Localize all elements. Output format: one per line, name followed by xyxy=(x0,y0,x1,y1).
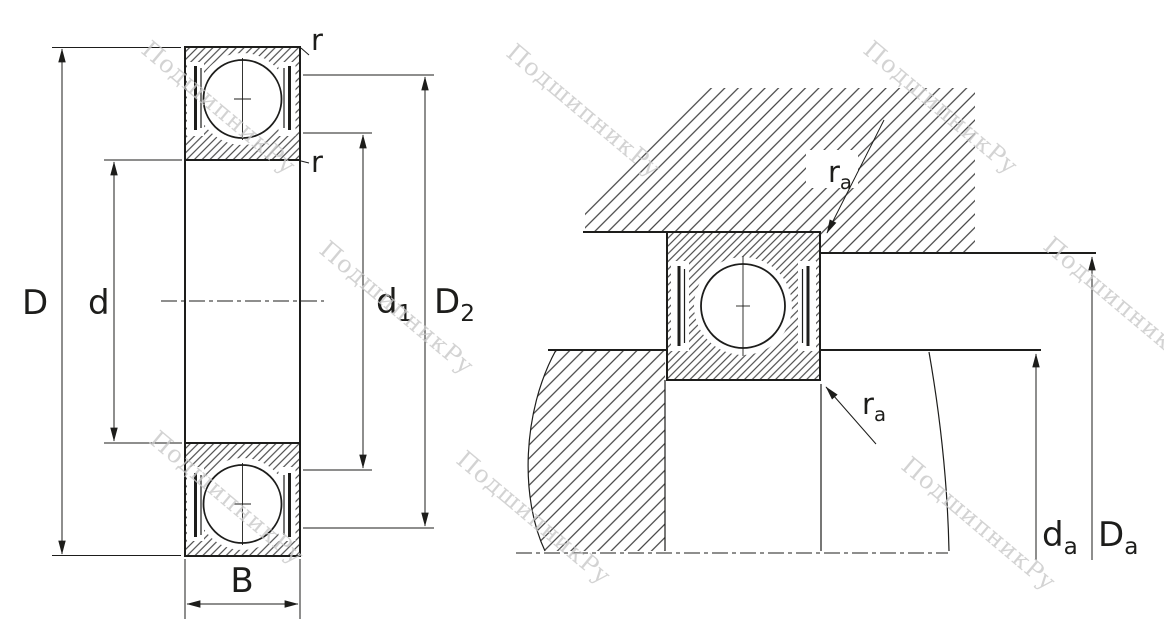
bottom-right-seal-groove xyxy=(278,467,296,541)
dim-label-r-outer: r xyxy=(311,23,323,57)
dim-label-D: D xyxy=(22,283,48,323)
dim-label-d: d xyxy=(88,283,110,323)
dim-label-ra-top: ra xyxy=(828,155,852,194)
leader-line xyxy=(825,386,877,445)
shaft-break-line xyxy=(527,349,557,552)
dimension-B: B xyxy=(184,559,301,619)
dim-label-B: B xyxy=(230,561,253,601)
watermark-text: ПодшипникРу xyxy=(1038,231,1164,376)
leader-line xyxy=(300,160,310,164)
housing-hatch xyxy=(585,88,975,253)
dimension-D: D xyxy=(22,47,181,556)
leader-line xyxy=(826,119,885,234)
dim-label-Da: Da xyxy=(1098,515,1138,560)
dim-label-r-inner: r xyxy=(311,145,323,179)
watermark-text: ПодшипникРу xyxy=(501,38,667,183)
left-view-bearing-section: D d d1 D2 B xyxy=(22,23,475,619)
dimension-Da: Da xyxy=(1088,256,1138,560)
dimension-ra-top: ra xyxy=(806,119,885,234)
right-view-mounted-section: ra ra da Da xyxy=(516,88,1138,560)
dimension-d1: d1 xyxy=(303,132,412,471)
dim-label-da: da xyxy=(1042,515,1078,560)
dimension-r-outer: r xyxy=(300,23,323,57)
dim-label-d1: d1 xyxy=(376,282,412,327)
dim-label-ra-bottom: ra xyxy=(862,387,886,426)
dim-label-D2: D2 xyxy=(434,282,475,327)
dimension-r-inner: r xyxy=(300,145,323,179)
shaft-shoulder-blend-curve xyxy=(928,351,950,552)
top-right-seal-groove xyxy=(278,62,296,136)
dimension-da: da xyxy=(1032,353,1078,560)
watermark-text: ПодшипникРу xyxy=(896,451,1062,596)
label-backing xyxy=(806,150,858,188)
shaft-section-hatch xyxy=(528,350,665,551)
dimension-d: d xyxy=(88,159,182,444)
dimension-ra-bottom: ra xyxy=(825,386,886,445)
dimension-D2: D2 xyxy=(303,74,475,529)
leader-line xyxy=(300,47,310,56)
